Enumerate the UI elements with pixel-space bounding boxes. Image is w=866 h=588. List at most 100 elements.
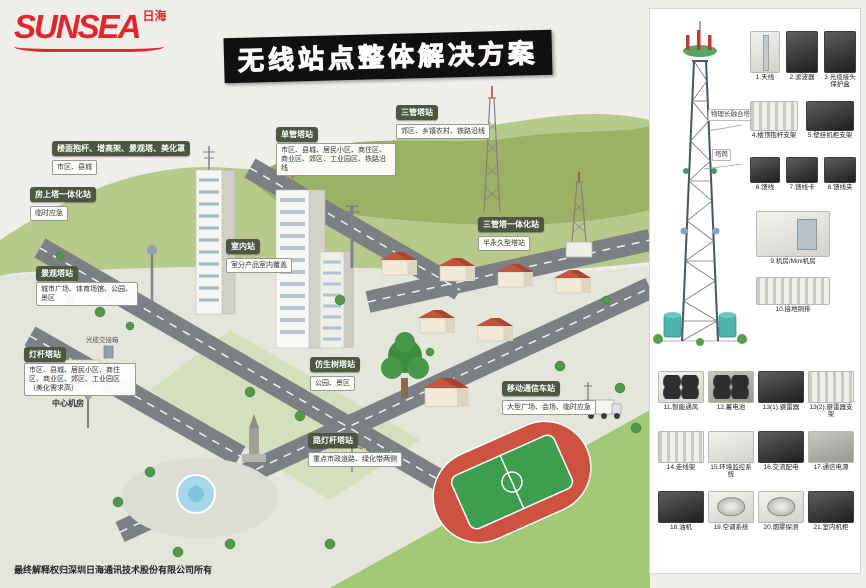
- product-item: 15.环境监控系统: [708, 431, 754, 479]
- product-label: 4.楼顶抱杆支架: [751, 132, 797, 139]
- product-label: 16.交流配电: [763, 464, 799, 471]
- product-item: 11.智能通风: [658, 371, 704, 411]
- product-item: 2.滤波器: [786, 31, 818, 81]
- product-item: 3.光缆接头保护盒: [824, 31, 856, 89]
- callout-title: 三管塔一体化站: [478, 217, 544, 232]
- product-photo: [756, 277, 830, 305]
- product-photo: [806, 101, 854, 131]
- product-item: 13(1).避雷器: [758, 371, 804, 411]
- product-label: 9.机房/Mini机房: [770, 258, 816, 265]
- product-item: 14.走线架: [658, 431, 704, 471]
- product-photo: [824, 31, 856, 73]
- product-photo: [786, 31, 818, 73]
- product-item: 8.馈线夹: [824, 157, 856, 191]
- callout-tri-tube-tower: 三管塔站 郊区、乡镇农村、铁路沿线: [396, 102, 508, 140]
- product-label: 13(1).避雷器: [762, 404, 800, 411]
- callout-desc: 室分产品室内覆盖: [226, 258, 292, 274]
- callout-title: 路灯杆塔站: [308, 433, 358, 448]
- callout-monopole: 单管塔站 市区、县城、居民小区、商住区、商业区、郊区、工业园区、铁路沿线: [276, 124, 396, 177]
- product-photo: [750, 101, 798, 131]
- product-photo: [708, 491, 754, 523]
- buildings: [195, 168, 354, 349]
- product-item: 18.油机: [658, 491, 704, 531]
- product-item: 6.馈线: [750, 157, 780, 191]
- callout-title: 移动通信车站: [502, 381, 560, 396]
- callout-desc: 市区、县城: [52, 160, 97, 176]
- copyright-footer: 最终解释权归深圳日海通讯技术股份有限公司所有: [14, 565, 213, 575]
- product-photo: [758, 431, 804, 463]
- callout-title: 房上塔一体化站: [30, 187, 96, 202]
- callout-light-pole-tower: 灯杆塔站 市区、县城、居民小区、商住区、商业区、郊区、工业园区（美化需求高）: [24, 344, 136, 397]
- product-item: 19.空调系统: [708, 491, 754, 531]
- product-label: 21.室内机柜: [813, 524, 849, 531]
- product-photo: [708, 431, 754, 463]
- stadium: [432, 420, 592, 544]
- product-label: 11.智能通风: [663, 404, 699, 411]
- trees: [55, 251, 642, 558]
- tower-antennas: [680, 21, 720, 235]
- product-label: 10.接地铜排: [775, 306, 811, 313]
- product-item: 7.馈线卡: [786, 157, 818, 191]
- callout-desc: 大型广场、会场、临时应急: [502, 400, 596, 416]
- callout-indoor-site: 室内站 室分产品室内覆盖: [226, 236, 326, 274]
- product-label: 20.烟雾探测: [763, 524, 799, 531]
- product-panel: 物理长融合塔 塔筒 1.天线 2.滤波器 3.光缆接头保护盒 4.楼顶抱杆支架 …: [649, 8, 861, 574]
- tower-diagram: [653, 21, 748, 346]
- callout-desc: 市区、县城、居民小区、商住区、商业区、郊区、工业园区、铁路沿线: [276, 143, 396, 177]
- callout-rooftop-integrated: 房上塔一体化站 临时应急: [30, 184, 126, 222]
- center-room-label: 中心机房: [52, 399, 84, 408]
- bionic-tree-tower: [381, 332, 429, 398]
- product-label: 2.滤波器: [789, 74, 815, 81]
- callout-desc: 城市广场、体育场馆、公园、景区: [36, 282, 138, 307]
- callout-roof-pole: 楼面抱杆、增高架、景观塔、美化罩 市区、县城: [52, 138, 228, 176]
- product-label: 17.通信电源: [813, 464, 849, 471]
- product-label: 1.天线: [755, 74, 775, 81]
- product-item: 10.接地铜排: [756, 277, 830, 313]
- telecom-towers: [84, 86, 593, 472]
- tower-bracing: [681, 60, 718, 342]
- logo-swoosh: [14, 41, 164, 52]
- callout-street-lamp-tower: 路灯杆塔站 重点市政道路、绿化带两侧: [308, 430, 408, 468]
- houses: [380, 252, 591, 408]
- product-label: 3.光缆接头保护盒: [824, 74, 856, 89]
- product-photo: [808, 491, 854, 523]
- callout-desc: 临时应急: [30, 206, 68, 222]
- callout-title: 仿生树塔站: [310, 357, 360, 372]
- product-item: 5.壁挂机柜支架: [806, 101, 854, 139]
- product-label: 7.馈线卡: [789, 184, 815, 191]
- product-label: 18.油机: [669, 524, 693, 531]
- product-photo: [786, 157, 818, 183]
- plaza: [122, 414, 278, 538]
- callout-desc: 公园、景区: [310, 376, 355, 392]
- logo-wordmark: SUNSEA: [14, 8, 142, 45]
- tower-label-2: 塔筒: [712, 149, 731, 161]
- callout-tri-tube-integrated: 三管塔一体化站 半永久型塔站: [478, 214, 590, 252]
- product-photo: [758, 491, 804, 523]
- product-label: 15.环境监控系统: [710, 464, 752, 479]
- tower-leader-lines: [703, 124, 743, 170]
- product-item: 17.通信电源: [808, 431, 854, 471]
- product-item: 16.交流配电: [758, 431, 804, 471]
- product-label: 12.蓄电池: [716, 404, 746, 411]
- product-photo: [708, 371, 754, 403]
- callout-desc: 半永久型塔站: [478, 236, 530, 252]
- product-photo: [750, 31, 780, 73]
- callout-title: 室内站: [226, 239, 260, 254]
- product-photo: [808, 431, 854, 463]
- callout-title: 单管塔站: [276, 127, 318, 142]
- callout-landscape-tower: 景观塔站 城市广场、体育场馆、公园、景区: [36, 263, 138, 307]
- logo-chinese: 日海: [142, 9, 167, 23]
- callout-title: 景观塔站: [36, 266, 78, 281]
- fiber-box-label: 光缆交接箱: [86, 337, 119, 344]
- callout-desc: 郊区、乡镇农村、铁路沿线: [396, 124, 490, 140]
- poster-title-banner: 无线站点整体解决方案: [223, 29, 553, 84]
- product-label: 8.馈线夹: [827, 184, 853, 191]
- product-photo: [758, 371, 804, 403]
- callout-title: 灯杆塔站: [24, 347, 66, 362]
- callout-bionic-tree: 仿生树塔站 公园、景区: [310, 354, 400, 392]
- product-photo: [658, 431, 704, 463]
- product-item: 21.室内机柜: [808, 491, 854, 531]
- product-item: 9.机房/Mini机房: [756, 211, 830, 265]
